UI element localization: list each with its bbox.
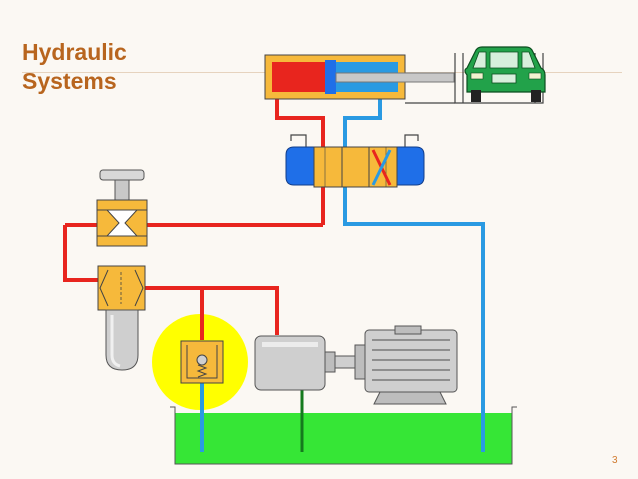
check-valve-accumulator [97,265,146,371]
relief-valve [180,340,224,384]
slide-title: Hydraulic Systems [22,38,127,96]
title-line-2: Systems [22,68,117,94]
page-number: 3 [612,455,618,466]
directional-valve [285,134,425,188]
reservoir-fluid [175,413,512,464]
adjustment-valve [96,169,148,247]
title-line-1: Hydraulic [22,39,127,65]
pump [254,335,356,391]
car-icon [464,46,546,102]
electric-motor [354,325,458,405]
hydraulic-cylinder [264,54,455,100]
reservoir-tank [170,406,517,465]
